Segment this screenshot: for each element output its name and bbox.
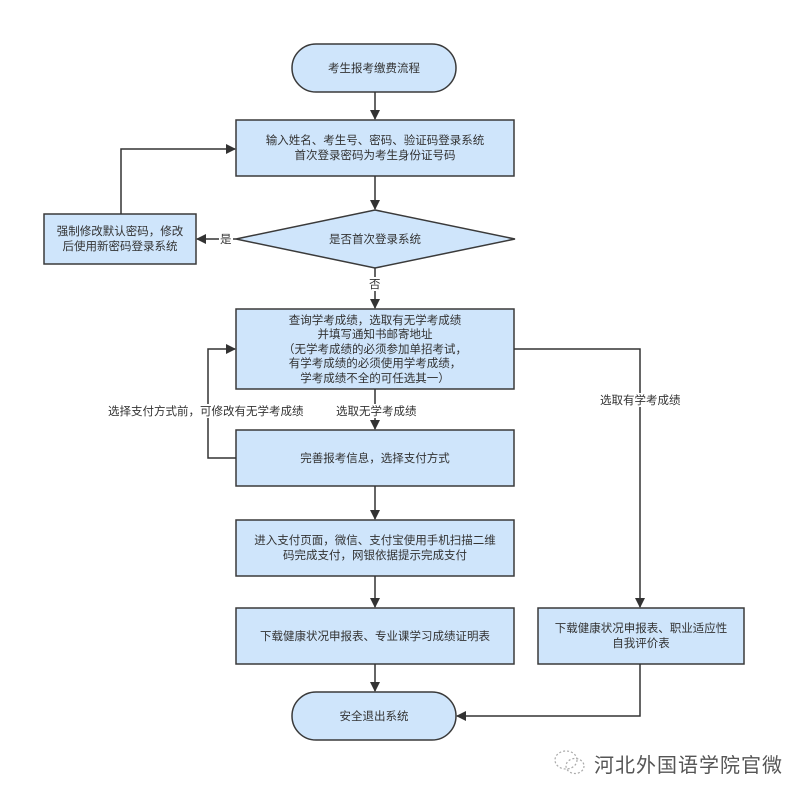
- edge-modify-back: [207, 344, 236, 459]
- download-right-node-shape: [537, 607, 745, 665]
- download-left-node-shape: [235, 607, 515, 665]
- start-node-shape: [291, 43, 457, 93]
- exit-node-shape: [291, 691, 457, 741]
- watermark: 河北外国语学院官微: [552, 748, 783, 778]
- edge-right-download-to-exit: [456, 664, 641, 721]
- decision-first-login-shape: [235, 209, 516, 269]
- edge-label-has-scores: 选取有学考成绩: [600, 393, 681, 407]
- watermark-text: 河北外国语学院官微: [594, 752, 783, 777]
- change-password-node-shape: [43, 213, 197, 265]
- edge-has-scores: [514, 348, 645, 608]
- query-scores-node-shape: [235, 308, 515, 390]
- complete-info-node-shape: [235, 429, 515, 487]
- login-node-shape: [235, 119, 515, 177]
- edge-label-no-scores: 选取无学考成绩: [336, 404, 417, 418]
- edge-label-modify-before-pay: 选择支付方式前，可修改有无学考成绩: [108, 404, 304, 418]
- payment-node-shape: [235, 519, 515, 577]
- edge-change-password-to-login: [120, 144, 236, 214]
- edge-label-no: 否: [369, 277, 381, 291]
- wechat-icon: [554, 750, 585, 775]
- edge-label-yes: 是: [219, 232, 233, 246]
